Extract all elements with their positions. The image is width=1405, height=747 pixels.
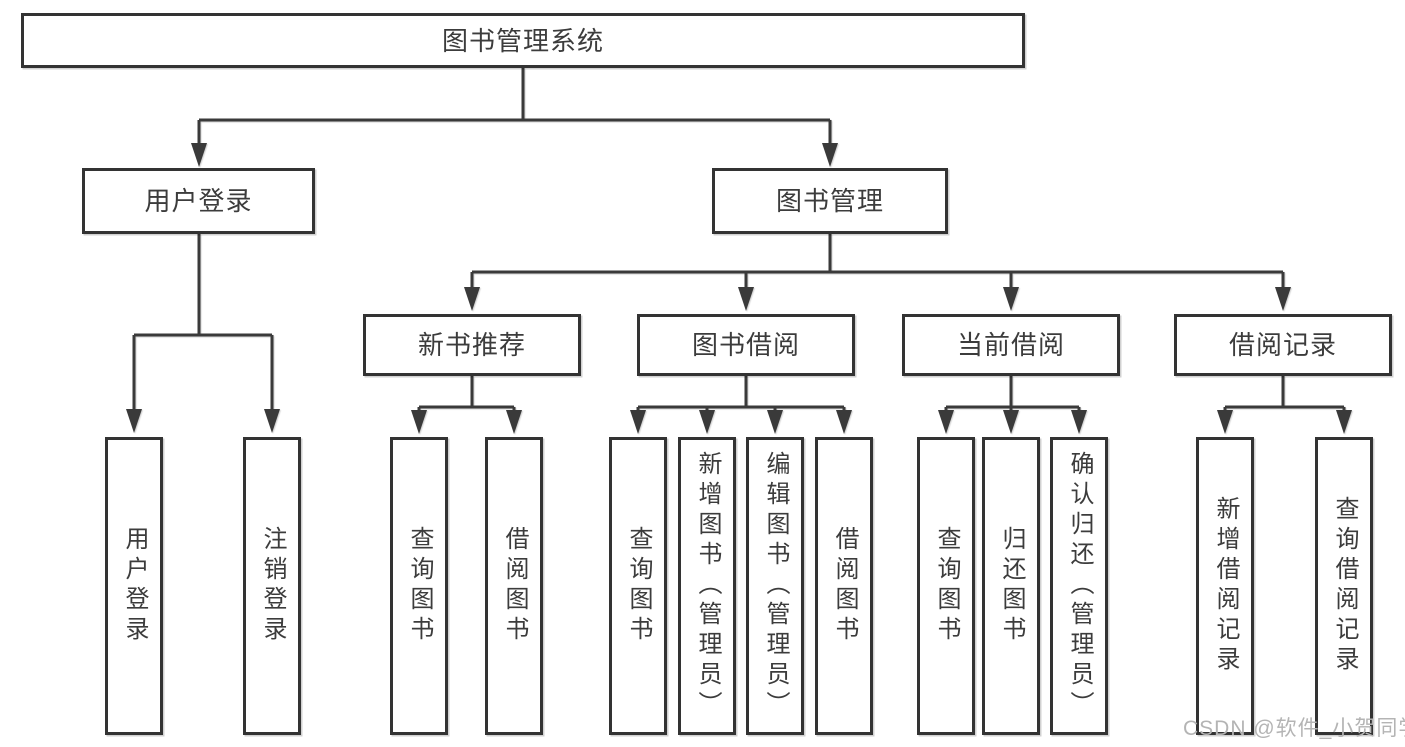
leaf-logout-login: 注销登录 [243,437,301,735]
arrow-down-icon [938,410,954,434]
node-user-login: 用户登录 [82,168,315,234]
arrow-down-icon [506,410,522,434]
arrow-down-icon [1275,287,1291,311]
arrow-down-icon [126,409,142,433]
arrow-down-icon [1003,287,1019,311]
arrow-down-icon [1003,410,1019,434]
node-book-borrowing: 图书借阅 [637,314,855,376]
leaf-borrow-books-recommend: 借阅图书 [485,437,543,735]
node-borrow-records: 借阅记录 [1174,314,1392,376]
leaf-query-books-borrowing: 查询图书 [609,437,667,735]
csdn-watermark: CSDN @软件_小贺同学 [1183,717,1405,740]
leaf-query-borrow-record: 查询借阅记录 [1315,437,1373,735]
arrow-down-icon [264,409,280,433]
arrow-down-icon [836,410,852,434]
node-new-book-recommend: 新书推荐 [363,314,581,376]
node-book-management: 图书管理 [712,168,948,234]
arrowhead-icons [126,143,1352,434]
arrow-down-icon [738,287,754,311]
leaf-query-books-current: 查询图书 [917,437,975,735]
arrow-down-icon [1336,410,1352,434]
arrow-down-icon [411,410,427,434]
arrow-down-icon [191,143,207,167]
arrow-down-icon [630,410,646,434]
arrow-down-icon [1071,410,1087,434]
leaf-add-borrow-record: 新增借阅记录 [1196,437,1254,735]
leaf-query-books-recommend: 查询图书 [390,437,448,735]
arrow-down-icon [822,143,838,167]
leaf-user-login: 用户登录 [105,437,163,735]
arrow-down-icon [767,410,783,434]
leaf-borrow-books-borrowing: 借阅图书 [815,437,873,735]
leaf-edit-book-admin: 编辑图书（管理员） [746,437,804,735]
node-current-borrowing: 当前借阅 [902,314,1120,376]
leaf-return-book: 归还图书 [982,437,1040,735]
node-root-system: 图书管理系统 [21,13,1025,68]
arrow-down-icon [464,287,480,311]
leaf-add-book-admin: 新增图书（管理员） [678,437,736,735]
arrow-down-icon [1217,410,1233,434]
arrow-down-icon [699,410,715,434]
leaf-confirm-return-admin: 确认归还（管理员） [1050,437,1108,735]
